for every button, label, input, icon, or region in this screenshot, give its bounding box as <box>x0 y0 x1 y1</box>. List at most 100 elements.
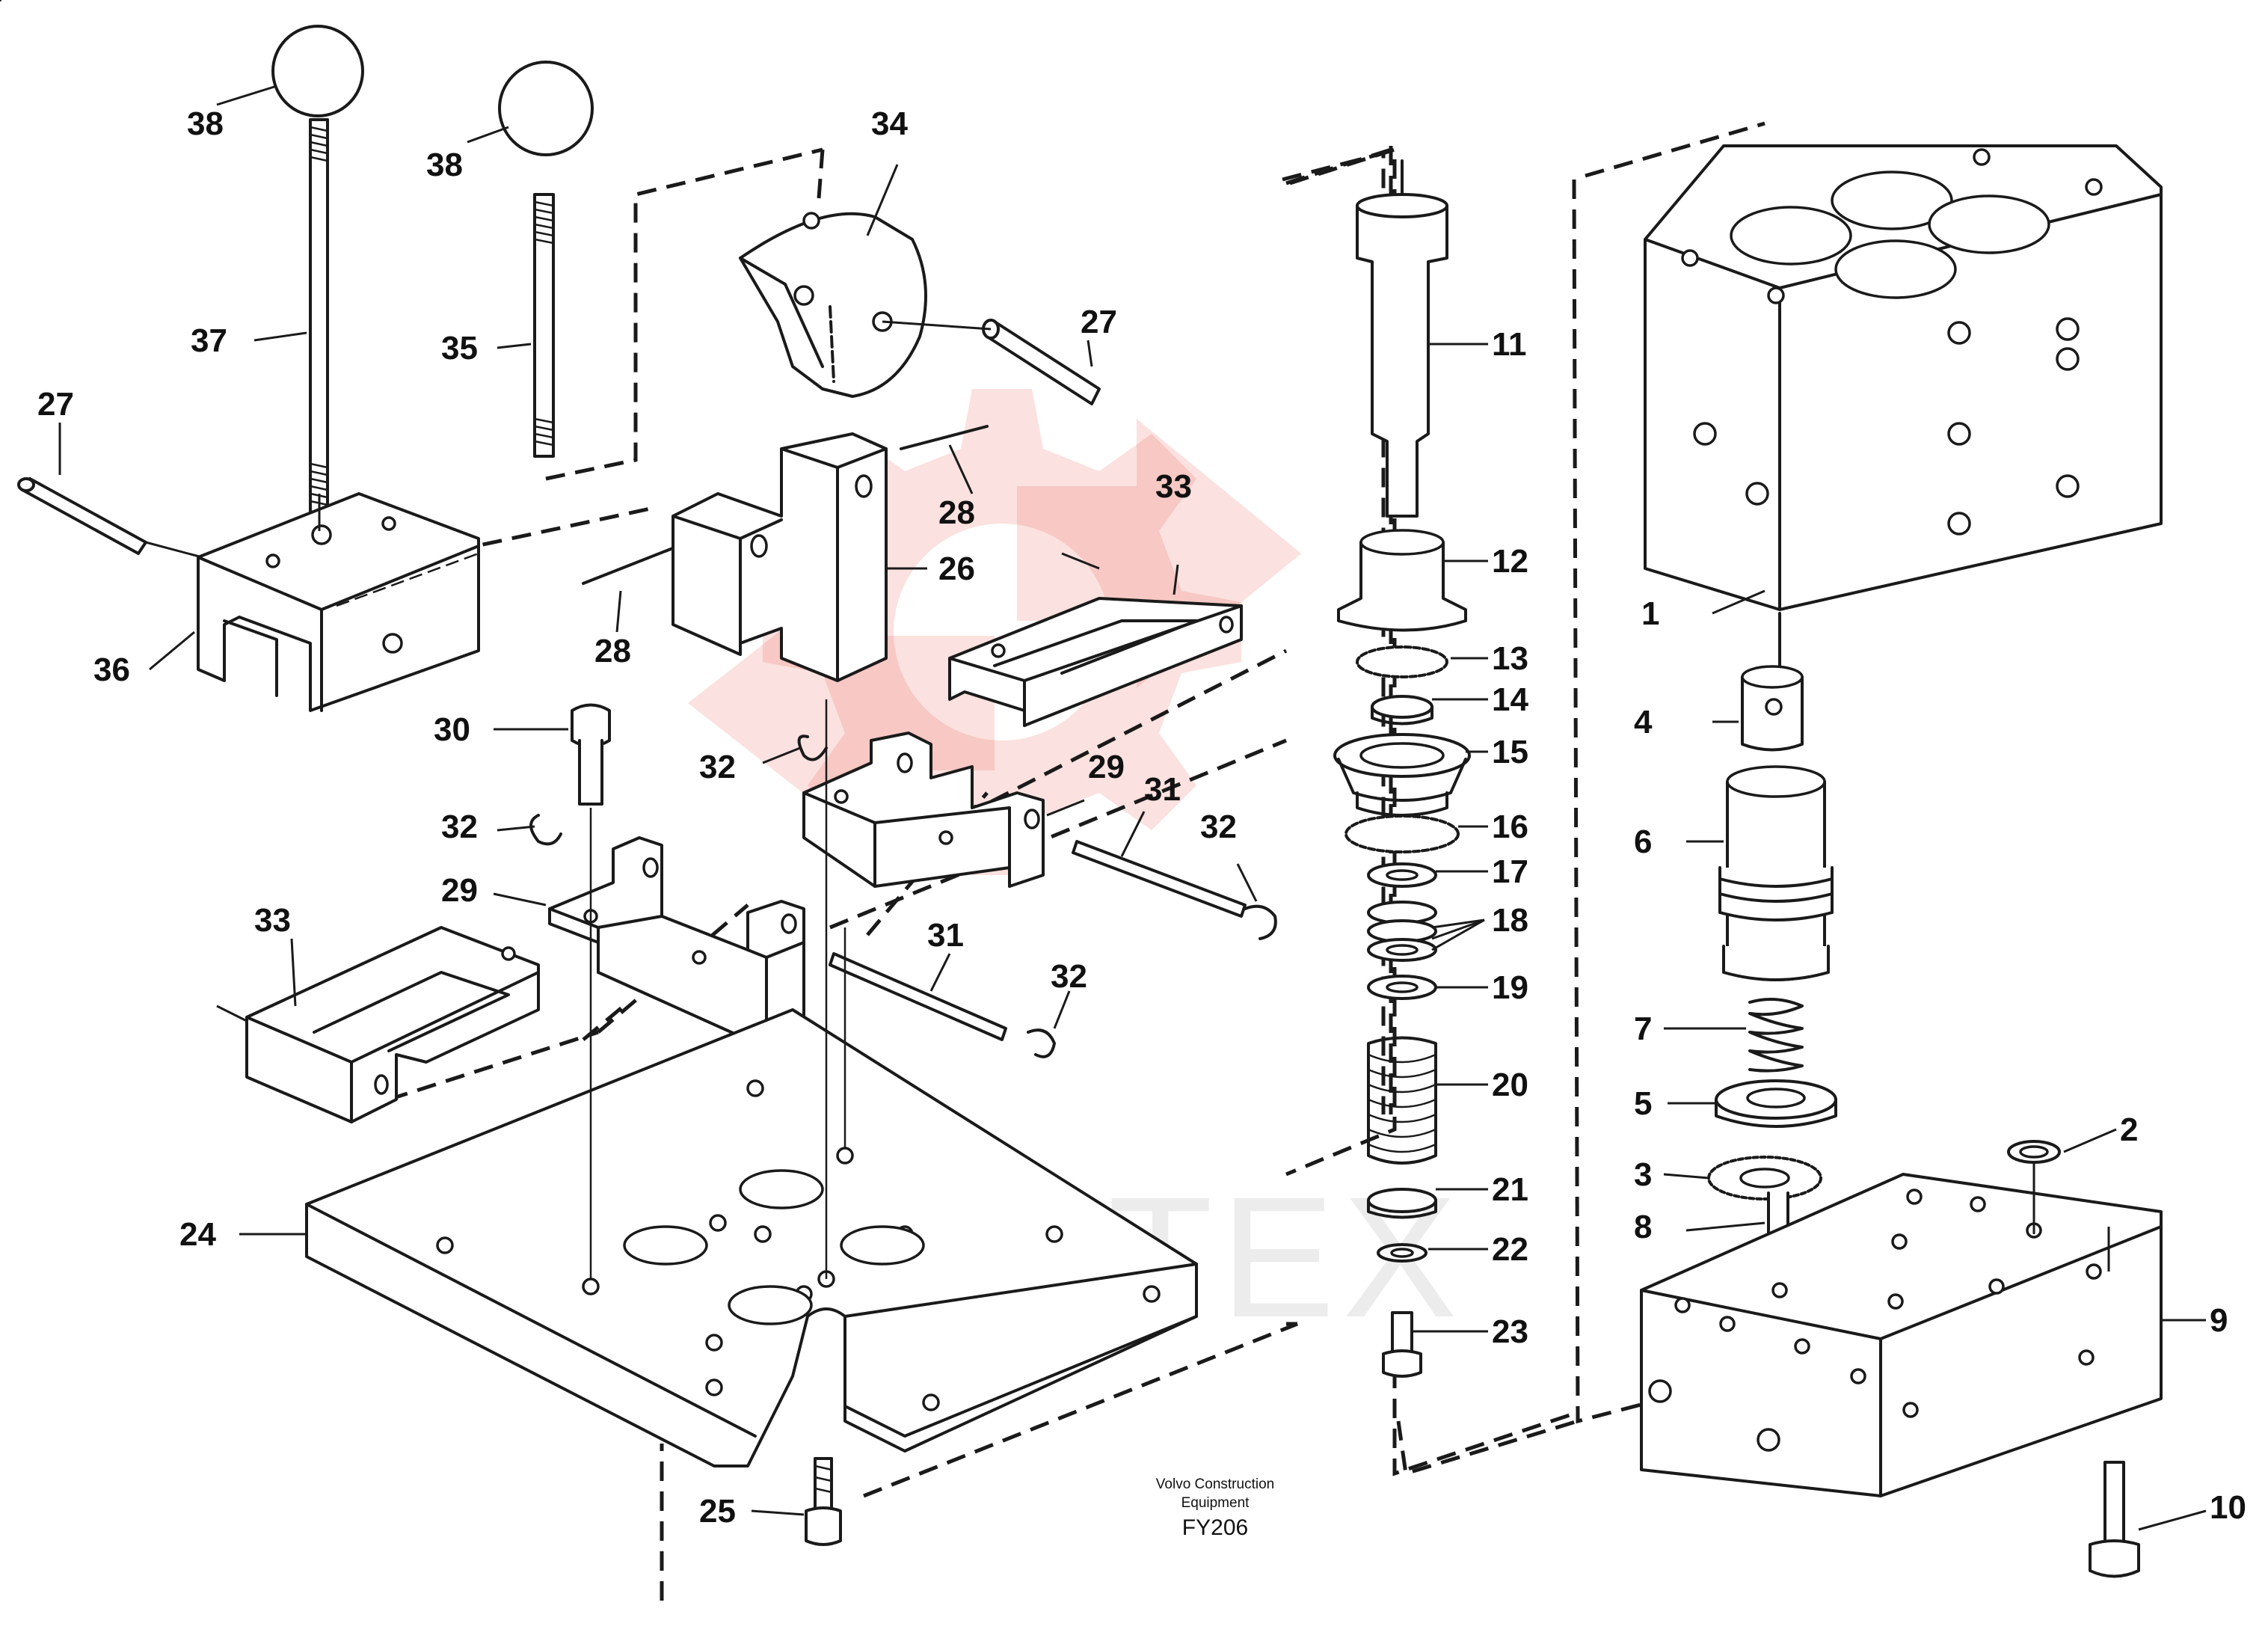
pin-part-28-upper <box>900 425 989 494</box>
bolt-part-10 <box>2089 1461 2207 1578</box>
callout-13: 13 <box>1492 640 1528 677</box>
clip-part-32-a <box>762 734 828 764</box>
callout-28-upper: 28 <box>938 494 975 531</box>
center-valve-stack <box>1333 159 1488 1378</box>
spring-part-20 <box>1367 1036 1437 1165</box>
callout-18: 18 <box>1492 902 1528 939</box>
seat-part-21 <box>1367 1188 1437 1219</box>
callout-3: 3 <box>1634 1156 1652 1193</box>
serrated-washer-part-3 <box>1707 1156 1822 1200</box>
callout-9: 9 <box>2210 1302 2228 1339</box>
shims-part-18 <box>1367 901 1437 962</box>
washer-part-17 <box>1367 862 1437 888</box>
callout-5: 5 <box>1634 1085 1652 1122</box>
spring-part-7 <box>1748 998 1804 1073</box>
knob-part-38-left <box>216 25 364 117</box>
washer-part-5 <box>1715 1079 1837 1128</box>
callout-35: 35 <box>441 330 478 366</box>
callout-32-c: 32 <box>1200 809 1237 845</box>
callout-38-left: 38 <box>187 105 224 142</box>
callout-32-d: 32 <box>1051 958 1087 995</box>
callout-38-right: 38 <box>426 147 463 183</box>
rod-part-37 <box>253 118 329 525</box>
pin-part-28-lower <box>582 541 689 633</box>
callout-27-right: 27 <box>1081 304 1117 340</box>
spool-assembly <box>1663 612 1837 1286</box>
callout-32-a: 32 <box>699 749 736 785</box>
callout-24: 24 <box>179 1216 216 1253</box>
callout-31-lower: 31 <box>927 917 964 954</box>
caption-line-1: Volvo Construction <box>1156 1476 1274 1492</box>
callout-11: 11 <box>1492 326 1527 363</box>
bracket-part-29-lower <box>493 836 805 1041</box>
clip-part-32-c <box>1236 863 1277 940</box>
washer-part-16 <box>1344 815 1460 853</box>
knob-part-38-right <box>467 61 594 156</box>
rod-part-35 <box>497 193 555 458</box>
frame-part-33-upper <box>948 552 1243 727</box>
washer-part-19 <box>1367 975 1437 1000</box>
callout-33-upper: 33 <box>1155 468 1192 505</box>
cover-plate-part-9 <box>1640 1163 2206 1497</box>
callout-19: 19 <box>1492 969 1528 1006</box>
shaft-part-31-upper <box>1072 811 1247 918</box>
callout-30: 30 <box>434 711 470 748</box>
screw-part-25 <box>751 1457 842 1546</box>
washer-part-22 <box>1377 1243 1428 1263</box>
callout-34: 34 <box>871 105 908 142</box>
callout-29-lower: 29 <box>441 872 478 909</box>
valve-body-part-1 <box>1644 144 2163 615</box>
assembly-dash-lines <box>336 121 1765 1601</box>
callout-20: 20 <box>1492 1067 1528 1103</box>
guide-part-12 <box>1337 529 1467 632</box>
shaft-part-31-lower <box>829 952 1007 1041</box>
plunger-part-11 <box>1356 193 1448 518</box>
callout-14: 14 <box>1492 681 1528 718</box>
ring-part-2 <box>2007 1128 2117 1164</box>
callout-labels: 1 2 3 4 5 6 7 8 9 10 11 12 13 14 15 16 1… <box>37 105 2246 1530</box>
base-plate-part-24 <box>239 699 1198 1467</box>
callout-23: 23 <box>1492 1313 1528 1350</box>
callout-22: 22 <box>1492 1231 1528 1268</box>
caption-code: FY206 <box>1182 1515 1248 1540</box>
bolt-part-30 <box>494 703 611 845</box>
callout-28-lower: 28 <box>594 633 631 669</box>
cup-part-15 <box>1333 733 1471 817</box>
spool-part-6 <box>1718 765 1834 981</box>
callout-32-b: 32 <box>441 809 478 845</box>
clip-part-32-d <box>1027 990 1071 1058</box>
callout-12: 12 <box>1492 543 1528 580</box>
callout-2: 2 <box>2120 1111 2138 1148</box>
callout-33-lower: 33 <box>254 902 291 939</box>
callout-26: 26 <box>938 550 975 587</box>
diagram-caption: Volvo Construction Equipment FY206 <box>1156 1476 1274 1540</box>
callout-15: 15 <box>1492 734 1528 770</box>
caption-line-2: Equipment <box>1181 1495 1250 1511</box>
callout-31-upper: 31 <box>1144 771 1181 808</box>
callout-16: 16 <box>1492 809 1528 845</box>
callout-29-upper: 29 <box>1088 749 1125 785</box>
callout-37: 37 <box>191 322 227 359</box>
callout-4: 4 <box>1634 704 1653 740</box>
callout-10: 10 <box>2210 1489 2246 1526</box>
frame-part-33-lower <box>216 926 540 1123</box>
clip-part-32-b <box>497 814 562 846</box>
callout-6: 6 <box>1634 824 1652 860</box>
washer-part-13 <box>1356 645 1448 678</box>
pin-part-27-right <box>882 319 1101 405</box>
pin-part-27-left <box>17 423 203 559</box>
lever-block-part-36 <box>149 492 480 712</box>
callout-25: 25 <box>699 1493 736 1530</box>
callout-7: 7 <box>1634 1010 1652 1047</box>
bracket-part-26 <box>672 432 927 682</box>
ring-part-14 <box>1371 695 1433 726</box>
callout-27-left: 27 <box>37 386 74 423</box>
callout-21: 21 <box>1492 1171 1528 1208</box>
bracket-part-29-upper <box>802 732 1085 888</box>
callout-1: 1 <box>1641 595 1659 632</box>
cam-part-34 <box>0 0 927 398</box>
callout-17: 17 <box>1492 853 1528 890</box>
screw-part-23 <box>1382 1311 1422 1378</box>
